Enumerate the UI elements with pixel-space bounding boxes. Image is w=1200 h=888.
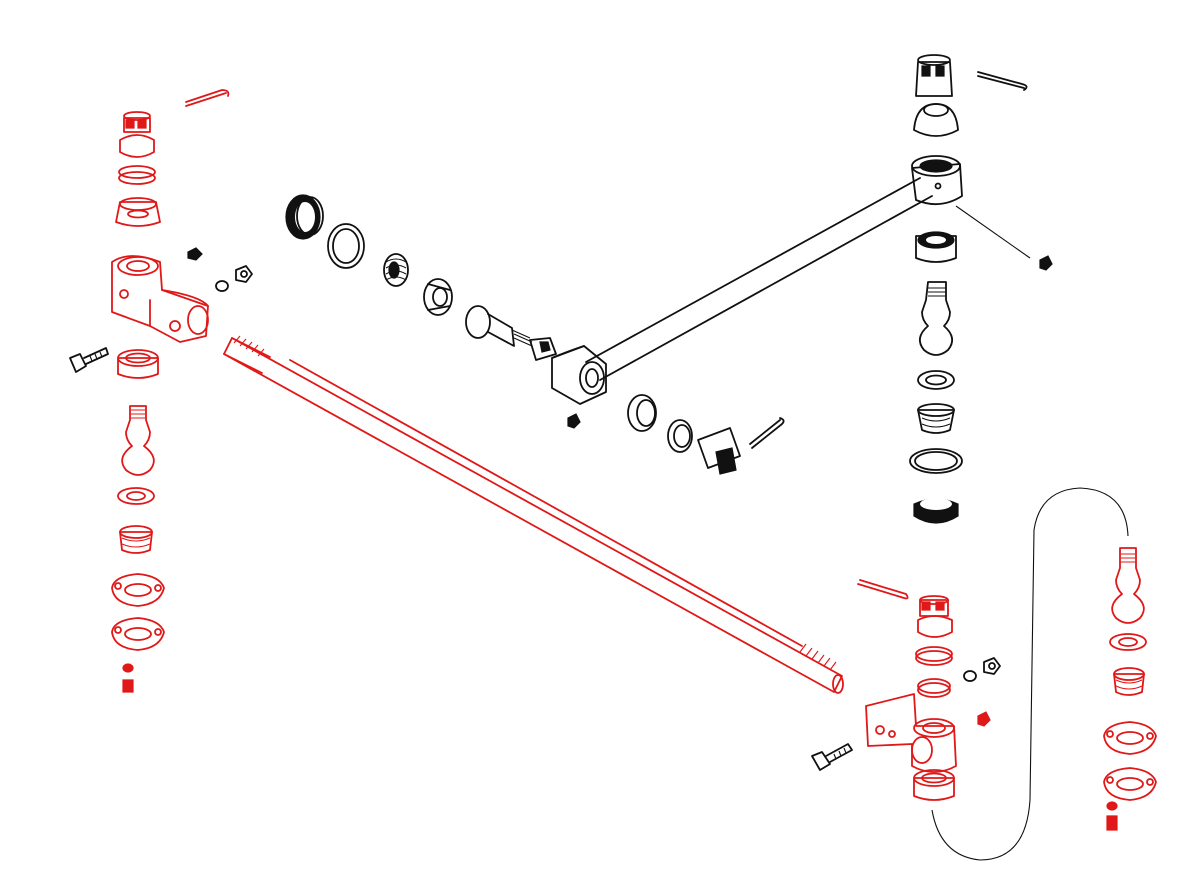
far-right-red-column (1103, 547, 1157, 831)
right-red-lower-bushing (913, 769, 955, 801)
left-small-nuts (187, 247, 253, 292)
left-spring-seat (119, 525, 153, 554)
center-link-bar (551, 155, 963, 405)
left-ball-stud (121, 405, 155, 476)
center-castle-nut (697, 427, 741, 475)
right-o-ring (909, 448, 963, 474)
left-dust-cover-plate-2 (111, 617, 165, 651)
right-cotter-pin (977, 71, 1028, 91)
right-red-socket-housing (865, 693, 957, 773)
left-socket-housing (111, 255, 209, 343)
right-castle-nut (915, 54, 953, 97)
right-arm-line (955, 205, 1053, 271)
center-o-ring (327, 223, 365, 269)
left-upper-bushing (115, 197, 161, 227)
far-right-dust-cover-plate-2 (1103, 767, 1157, 801)
far-right-ball-stud (1111, 547, 1145, 624)
right-tie-rod-end-assembly (811, 579, 1001, 801)
right-ball-stud (918, 281, 954, 356)
left-clamp-bolt (69, 347, 109, 373)
right-red-washers (915, 646, 953, 698)
center-lower-ring (667, 419, 693, 453)
center-seal-dark (285, 194, 324, 240)
right-dome-washer (913, 103, 959, 137)
center-small-nut (567, 413, 581, 429)
center-spring (383, 253, 409, 287)
right-seal-ring (917, 370, 955, 390)
left-tie-rod-end-assembly (69, 89, 253, 693)
center-cotter-pin (749, 417, 785, 449)
bracket-loop-line (931, 487, 1129, 861)
far-right-seal-ring (1109, 633, 1147, 651)
center-lower-cup (627, 394, 657, 432)
right-bushing-upper (915, 231, 957, 263)
center-link-parts (285, 155, 963, 475)
far-right-spring-seat (1113, 667, 1145, 696)
left-grease-fitting (122, 663, 134, 693)
right-red-castle-nut (917, 595, 953, 638)
center-ball-stud (465, 305, 557, 361)
left-dust-cover-plate-1 (111, 573, 165, 607)
right-red-cotter-pin (857, 579, 909, 600)
left-seal-ring (117, 487, 155, 505)
right-spring-seat (917, 403, 955, 434)
right-black-column (909, 54, 1053, 524)
right-red-small-nuts (963, 657, 1001, 727)
left-washer-stack (118, 134, 156, 185)
center-bearing-cup (423, 278, 453, 316)
far-right-grease-fitting (1106, 801, 1118, 831)
left-cotter-pin (185, 89, 230, 107)
right-dust-boot (913, 498, 959, 524)
left-lower-bushing (117, 349, 159, 379)
right-clamp-bolt (811, 743, 853, 771)
left-castle-nut (123, 111, 151, 133)
far-right-dust-cover-plate-1 (1103, 721, 1157, 755)
tie-rod-tube (223, 335, 844, 694)
